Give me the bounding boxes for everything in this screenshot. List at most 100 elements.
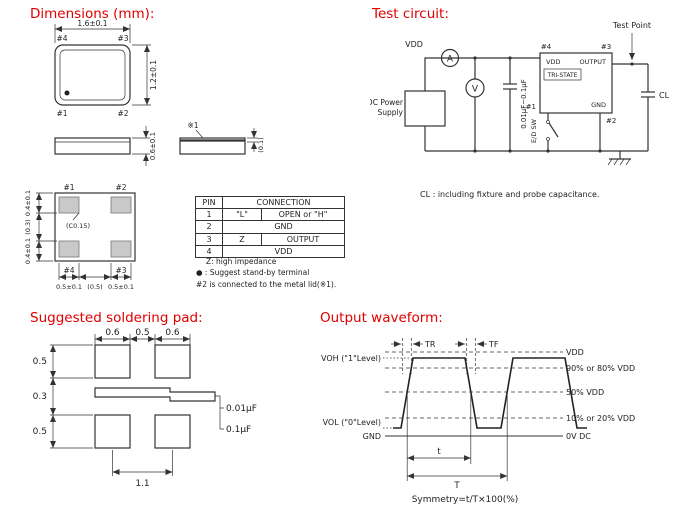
test-circuit-title: Test circuit: bbox=[372, 6, 449, 22]
output-waveform-drawing: TR TF VOH ("1"Level) VOL ("0"Level) GND … bbox=[321, 338, 635, 505]
ed-sw-label: E/D SW bbox=[530, 118, 538, 142]
level-10-label: 10% or 20% VDD bbox=[566, 414, 635, 423]
output-waveform-title: Output waveform: bbox=[320, 310, 443, 326]
solder-pads bbox=[94, 344, 191, 449]
pin-table-cell: 3 bbox=[195, 232, 223, 246]
ammeter-label: A bbox=[447, 55, 454, 65]
dc-power-label-line1: DC Power bbox=[370, 98, 404, 107]
top-view-pin4-label: #4 bbox=[56, 34, 67, 43]
dut-pin4-label: #4 bbox=[541, 43, 552, 51]
voltmeter-label: V bbox=[472, 85, 479, 95]
bottom-pad-2 bbox=[110, 196, 132, 214]
solder-pad bbox=[154, 414, 191, 449]
lid-ref-label: ※1 bbox=[187, 121, 198, 130]
level-vdd-label: VDD bbox=[566, 348, 584, 357]
pin-table-cell: VDD bbox=[222, 244, 345, 258]
pin-table-cell: OUTPUT bbox=[261, 232, 345, 246]
pin1-dot-marker bbox=[64, 90, 70, 96]
pin-connection-table: PIN CONNECTION 1 "L" OPEN or "H" 2 GND 3… bbox=[195, 195, 345, 258]
width-dimension: 1.6±0.1 bbox=[54, 19, 131, 43]
fall-time-marker: TF bbox=[455, 338, 499, 374]
bot-dim-left-label: 0.5±0.1 bbox=[56, 283, 82, 291]
thickness-dim-label: 0.6±0.1 bbox=[149, 132, 157, 160]
right-level-labels: VDD 90% or 80% VDD 50% VDD 10% or 20% VD… bbox=[566, 348, 635, 441]
soldering-pad-title: Suggested soldering pad: bbox=[30, 310, 203, 326]
bottom-view-pin2-label: #2 bbox=[115, 183, 126, 192]
cl-label: CL bbox=[659, 91, 670, 100]
pin-table-cell: "L" bbox=[222, 208, 262, 222]
package-bottom-view: #1 #2 #4 #3 (C0.15) bbox=[54, 183, 136, 275]
tf-label: TF bbox=[488, 340, 499, 349]
package-side-view: 0.6±0.1 bbox=[54, 126, 157, 166]
pin-table-header-connection: CONNECTION bbox=[222, 195, 345, 210]
dc-power-supply: DC Power Supply bbox=[370, 90, 446, 151]
pin-table-cell: 1 bbox=[195, 208, 223, 222]
bottom-pad-4 bbox=[58, 240, 80, 258]
pin-table-cell: 2 bbox=[195, 220, 223, 234]
dut-pin2-label: #2 bbox=[606, 117, 616, 125]
gnd-label: GND bbox=[363, 432, 381, 441]
dut-pin3-label: #3 bbox=[601, 43, 611, 51]
height-dimension: 1.2±0.1 bbox=[132, 44, 158, 106]
package-side-view-lid: ※1 (0.1) bbox=[179, 121, 265, 155]
left-dim-2: 0.3 bbox=[33, 392, 47, 402]
symmetry-formula: Symmetry=t/T×100(%) bbox=[412, 495, 519, 505]
top-dim-1: 0.6 bbox=[105, 328, 120, 338]
vdd-rail: VDD bbox=[405, 40, 540, 91]
solder-pad bbox=[94, 344, 131, 379]
soldering-pad-drawing: 0.6 0.5 0.6 0.5 0.3 0.5 1.1 0.01μF 0.1μF bbox=[33, 328, 257, 489]
width-dim-label: 1.6±0.1 bbox=[77, 19, 107, 28]
voh-label: VOH ("1"Level) bbox=[321, 354, 381, 363]
left-level-labels: VOH ("1"Level) VOL ("0"Level) GND bbox=[321, 354, 411, 441]
cap-small-label: 0.01μF bbox=[226, 404, 257, 414]
cap-value-callout: 0.01μF 0.1μF bbox=[215, 395, 257, 435]
ammeter: A bbox=[440, 48, 460, 68]
output-branch: CL bbox=[612, 63, 670, 151]
left-dim-top-label: 0.4±0.1 bbox=[24, 190, 32, 216]
tr-label: TR bbox=[424, 340, 436, 349]
level-90-label: 90% or 80% VDD bbox=[566, 364, 635, 373]
bottom-pad-3 bbox=[110, 240, 132, 258]
test-circuit-drawing: Test Point VDD A DC Power Supply V bbox=[370, 21, 670, 199]
level-50-label: 50% VDD bbox=[566, 388, 604, 397]
dut-output-label: OUTPUT bbox=[580, 58, 607, 66]
left-dim-3: 0.5 bbox=[33, 427, 47, 437]
t-high-label: t bbox=[437, 447, 441, 457]
top-view-pin2-label: #2 bbox=[117, 109, 128, 118]
height-dim-label: 1.2±0.1 bbox=[149, 60, 158, 90]
period-dimensions: t T bbox=[406, 392, 508, 491]
t-period-label: T bbox=[453, 481, 460, 491]
voltmeter-branch: V bbox=[465, 56, 485, 153]
note-standby-terminal: ● : Suggest stand-by terminal bbox=[196, 268, 310, 278]
note-high-impedance: Z: high impedance bbox=[206, 257, 277, 266]
ground-rail bbox=[425, 113, 648, 166]
left-dim-bot-label: 0.4±0.1 bbox=[24, 238, 32, 264]
solder-pad bbox=[94, 414, 131, 449]
pad-top-dimensions: 0.6 0.5 0.6 bbox=[94, 328, 191, 345]
bottom-view-left-dimensions: 0.4±0.1 (0.3) 0.4±0.1 bbox=[24, 190, 57, 264]
top-dim-3: 0.6 bbox=[165, 328, 180, 338]
pin-table-cell: GND bbox=[222, 220, 345, 234]
rise-time-marker: TR bbox=[391, 338, 436, 374]
vol-label: VOL ("0"Level) bbox=[323, 418, 381, 427]
waveform-trace bbox=[393, 357, 587, 429]
test-point-label: Test Point bbox=[612, 21, 651, 30]
test-point: Test Point bbox=[612, 21, 651, 66]
dc-power-label-line2: Supply bbox=[377, 108, 403, 117]
bottom-view-pin3-label: #3 bbox=[115, 266, 126, 275]
dimensions-drawing: #4 #3 #1 #2 1.6±0.1 1.2±0.1 0.6±0.1 bbox=[24, 19, 265, 291]
bottom-dim: 1.1 bbox=[135, 479, 149, 489]
earth-ground-symbol bbox=[607, 151, 631, 166]
level-0v-label: 0V DC bbox=[566, 432, 591, 441]
ed-switch-branch: E/D SW bbox=[530, 113, 559, 153]
dut-pin1-label: #1 bbox=[526, 103, 536, 111]
cap-large-label: 0.1μF bbox=[226, 425, 251, 435]
package-top-view: #4 #3 #1 #2 bbox=[54, 34, 131, 118]
cl-note: CL : including fixture and probe capacit… bbox=[420, 190, 599, 199]
bottom-view-bottom-dimensions: 0.5±0.1 (0.5) 0.5±0.1 bbox=[56, 263, 134, 291]
bot-dim-right-label: 0.5±0.1 bbox=[108, 283, 134, 291]
dut-vdd-label: VDD bbox=[546, 58, 560, 66]
pad-left-dimensions: 0.5 0.3 0.5 bbox=[33, 344, 93, 449]
dimensions-title: Dimensions (mm): bbox=[30, 6, 155, 22]
vdd-node-label: VDD bbox=[405, 40, 423, 49]
